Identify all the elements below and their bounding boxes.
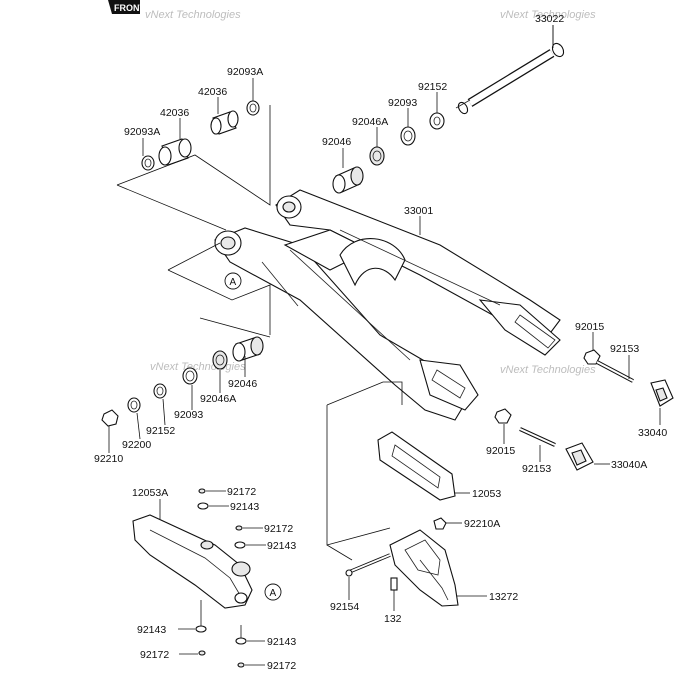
label-92093A-top: 92093A: [227, 66, 263, 78]
label-92154: 92154: [330, 601, 359, 613]
seal-92093-bottom: [182, 367, 198, 385]
label-92093A-left: 92093A: [124, 126, 160, 138]
label-42036-a: 42036: [198, 86, 227, 98]
label-13272: 13272: [489, 591, 518, 603]
bolt-92172-d: [237, 662, 245, 668]
label-33040: 33040: [638, 427, 667, 439]
collar-42036-b: [158, 138, 192, 166]
label-132: 132: [384, 613, 402, 625]
bolt-92172-c: [198, 650, 206, 656]
washer-92143-b: [234, 541, 246, 549]
seal-92093-top: [400, 126, 416, 146]
reference-marker-a-bottom: A: [264, 583, 282, 601]
bolt-92154: [345, 553, 391, 577]
watermark: vNext Technologies: [500, 9, 596, 21]
bearing-92046A-bottom: [212, 350, 228, 370]
label-12053A: 12053A: [132, 487, 168, 499]
watermark: vNext Technologies: [150, 361, 246, 373]
label-92210A: 92210A: [464, 518, 500, 530]
collar-92093A-top: [246, 100, 260, 116]
nut-92015-bottom: [494, 408, 512, 424]
nut-92015-right: [583, 349, 601, 365]
chain-slider-12053: [377, 431, 456, 501]
label-92015-right: 92015: [575, 321, 604, 333]
part-labels: 33022 92093A 42036 42036 92093A 92152 92…: [94, 13, 667, 672]
label-92015-bottom: 92015: [486, 445, 515, 457]
front-badge-label: FRONT: [114, 3, 145, 13]
bolt-92153-bottom: [519, 427, 556, 447]
label-92046-bottom: 92046: [228, 378, 257, 390]
label-92172-a: 92172: [227, 486, 256, 498]
bearing-92046-top: [332, 166, 364, 194]
label-92143-a: 92143: [230, 501, 259, 513]
collar-42036-a: [210, 110, 239, 135]
bolt-92172-b: [235, 525, 243, 531]
watermark: vNext Technologies: [145, 9, 241, 21]
reference-marker-label: A: [230, 277, 237, 288]
label-92153-bottom: 92153: [522, 463, 551, 475]
label-92172-b: 92172: [264, 523, 293, 535]
swingarm-33001: [214, 189, 561, 421]
label-92093-top: 92093: [388, 97, 417, 109]
washer-92152-bottom: [153, 383, 167, 399]
bolt-92153-right: [596, 360, 634, 383]
label-92046-top: 92046: [322, 136, 351, 148]
pivot-shaft-33022: [455, 25, 565, 115]
leader-lines: [108, 25, 661, 666]
label-92143-d: 92143: [267, 636, 296, 648]
label-92153-right: 92153: [610, 343, 639, 355]
watermark: vNext Technologies: [500, 364, 596, 376]
chain-guide-13272: [389, 529, 459, 607]
chain-slider-12053A: [132, 514, 253, 609]
washer-92152-top: [429, 112, 445, 130]
collar-92093A-left: [141, 155, 155, 171]
label-92200: 92200: [122, 439, 151, 451]
nut-92210A: [433, 517, 447, 530]
label-92046A-top: 92046A: [352, 116, 388, 128]
label-92046A-bottom: 92046A: [200, 393, 236, 405]
bearing-92046-bottom: [232, 336, 264, 362]
label-33001: 33001: [404, 205, 433, 217]
label-33022: 33022: [535, 13, 564, 25]
block-33040A: [565, 442, 594, 471]
label-33040A: 33040A: [611, 459, 647, 471]
label-12053: 12053: [472, 488, 501, 500]
reference-marker-a-top: A: [224, 272, 242, 290]
label-92210: 92210: [94, 453, 123, 465]
collar-132: [390, 577, 398, 591]
washer-92200: [127, 397, 141, 413]
washer-92143-c: [195, 625, 207, 633]
label-92143-b: 92143: [267, 540, 296, 552]
label-92152-top: 92152: [418, 81, 447, 93]
label-92172-c: 92172: [140, 649, 169, 661]
front-badge: FRONT: [108, 0, 145, 14]
label-92093-bottom: 92093: [174, 409, 203, 421]
washer-92143-a: [197, 502, 209, 510]
bolt-92172-a: [198, 488, 206, 494]
bearing-92046A-top: [369, 146, 385, 166]
block-33040: [650, 379, 674, 407]
label-92172-d: 92172: [267, 660, 296, 672]
label-92152-bottom: 92152: [146, 425, 175, 437]
label-92143-c: 92143: [137, 624, 166, 636]
reference-marker-label: A: [270, 588, 277, 599]
nut-92210: [101, 409, 119, 427]
washer-92143-d: [235, 637, 247, 645]
label-42036-b: 42036: [160, 107, 189, 119]
